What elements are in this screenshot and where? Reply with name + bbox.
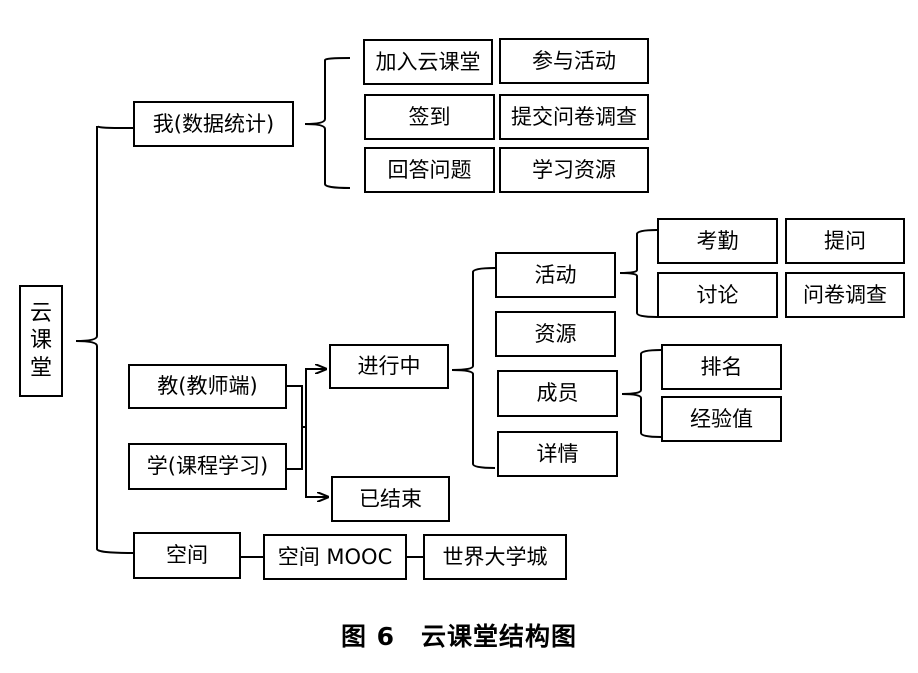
- root-char: 堂: [29, 355, 52, 381]
- root-node: 云 课 堂: [19, 285, 63, 397]
- node-learn: 学(课程学习): [128, 443, 287, 490]
- root-char: 云: [29, 300, 52, 326]
- progress-brace: [451, 267, 496, 469]
- node-activity: 活动: [495, 252, 616, 298]
- node-resources: 资源: [495, 311, 616, 357]
- node-survey: 问卷调查: [785, 272, 905, 318]
- members-brace: [621, 349, 662, 438]
- node-learning-resources: 学习资源: [499, 147, 649, 193]
- arrow-finished: [305, 427, 328, 497]
- root-brace: [75, 125, 134, 554]
- teach-learn-brace: [287, 385, 306, 470]
- node-world-university-city: 世界大学城: [423, 534, 567, 580]
- node-teach: 教(教师端): [128, 364, 287, 409]
- node-answer-questions: 回答问题: [364, 147, 495, 193]
- node-space-mooc: 空间 MOOC: [263, 534, 407, 580]
- node-submit-survey: 提交问卷调查: [499, 94, 649, 140]
- node-join-cloud-class: 加入云课堂: [363, 39, 493, 85]
- node-space: 空间: [133, 532, 241, 579]
- node-discussion: 讨论: [657, 272, 778, 318]
- node-members: 成员: [497, 370, 618, 417]
- node-participate-activity: 参与活动: [499, 38, 649, 84]
- arrow-in-progress: [305, 369, 326, 427]
- node-attendance: 考勤: [657, 218, 778, 264]
- node-finished: 已结束: [331, 476, 450, 522]
- node-ranking: 排名: [661, 344, 782, 390]
- figure-caption: 图 6 云课堂结构图: [340, 622, 578, 651]
- node-check-in: 签到: [364, 94, 495, 140]
- root-char: 课: [29, 328, 52, 354]
- node-me: 我(数据统计): [133, 101, 294, 147]
- node-details: 详情: [497, 431, 618, 477]
- activity-brace: [619, 229, 658, 318]
- node-question: 提问: [785, 218, 905, 264]
- node-experience: 经验值: [661, 396, 782, 442]
- me-brace: [304, 57, 351, 189]
- node-in-progress: 进行中: [329, 344, 449, 389]
